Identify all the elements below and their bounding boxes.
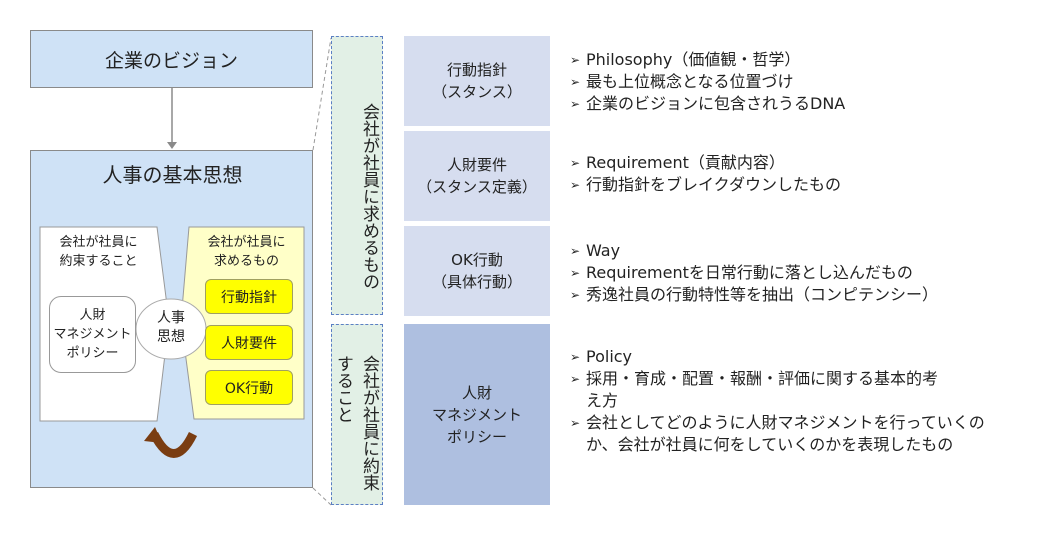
text: 思想 bbox=[157, 329, 185, 345]
cycle-arrow-icon bbox=[149, 431, 198, 458]
bullet: Way bbox=[570, 240, 938, 262]
bullet: 秀逸社員の行動特性等を抽出（コンピテンシー） bbox=[570, 284, 938, 306]
text: ポリシー bbox=[66, 346, 119, 361]
expand-line-bottom bbox=[312, 487, 332, 506]
bullet: Requirement（貢献内容） bbox=[570, 152, 841, 174]
bullet: Policy bbox=[570, 346, 1010, 368]
bullets-conduct: Philosophy（価値観・哲学） 最も上位概念となる位置づけ 企業のビジョン… bbox=[570, 49, 845, 115]
text: 人事 bbox=[157, 310, 185, 326]
row-label-requirement: 人財要件 （スタンス定義） bbox=[404, 131, 550, 221]
text: マネジメント bbox=[431, 405, 522, 424]
text: 行動指針 bbox=[446, 61, 507, 79]
require-heading: 会社が社員に求めるもの bbox=[189, 233, 304, 271]
text: OK行動 bbox=[451, 251, 503, 269]
bullet: Requirementを日常行動に落とし込んだもの bbox=[570, 262, 938, 284]
bullet: 行動指針をブレイクダウンしたもの bbox=[570, 174, 841, 196]
text: 人財 bbox=[79, 308, 106, 323]
text: 人財要件 bbox=[446, 156, 507, 174]
hr-philosophy-title: 人事の基本思想 bbox=[102, 163, 243, 187]
text: 会社が社員に bbox=[59, 235, 138, 250]
text: （スタンス） bbox=[432, 83, 522, 101]
hr-philosophy-box: 人事の基本思想 会社が社員に約束すること 人財マネジメントポリシー 人事思想 会… bbox=[30, 150, 313, 488]
promise-heading: 会社が社員に約束すること bbox=[40, 233, 157, 271]
center-label: 人事思想 bbox=[136, 309, 206, 347]
row-label-policy: 人財マネジメントポリシー bbox=[404, 324, 550, 505]
arrow-head-icon bbox=[167, 142, 177, 149]
text: 求めるもの bbox=[213, 254, 279, 269]
hr-policy-box: 人財マネジメントポリシー bbox=[49, 296, 136, 373]
text: 人財 bbox=[461, 383, 492, 402]
bullet: Philosophy（価値観・哲学） bbox=[570, 49, 845, 71]
cycle-arrow-head-icon bbox=[144, 427, 162, 443]
text: マネジメント bbox=[53, 327, 132, 342]
expand-line-top bbox=[312, 37, 332, 151]
item-ok-action: OK行動 bbox=[205, 370, 293, 405]
text: 約束すること bbox=[59, 254, 138, 269]
bullet: 企業のビジョンに包含されうるDNA bbox=[570, 93, 845, 115]
vertical-label-promise: 会社が社員に約束すること bbox=[331, 324, 383, 505]
bullets-ok-action: Way Requirementを日常行動に落とし込んだもの 秀逸社員の行動特性等… bbox=[570, 240, 938, 306]
vertical-label-require: 会社が社員に求めるもの bbox=[331, 36, 383, 315]
item-talent-requirement: 人財要件 bbox=[205, 325, 293, 360]
bullets-requirement: Requirement（貢献内容） 行動指針をブレイクダウンしたもの bbox=[570, 152, 841, 196]
text: （具体行動） bbox=[431, 273, 522, 291]
item-conduct-guideline: 行動指針 bbox=[205, 279, 293, 314]
row-label-ok-action: OK行動 （具体行動） bbox=[404, 226, 550, 316]
text: 会社が社員に bbox=[207, 235, 286, 250]
bullet: 最も上位概念となる位置づけ bbox=[570, 71, 845, 93]
bullet: 会社としてどのように人財マネジメントを行っていくのか、会社が社員に何をしていくの… bbox=[570, 412, 1010, 456]
text: （スタンス定義） bbox=[417, 178, 537, 196]
text: ポリシー bbox=[446, 427, 507, 446]
row-label-conduct: 行動指針 （スタンス） bbox=[404, 36, 550, 126]
bullet: 採用・育成・配置・報酬・評価に関する基本的考え方 bbox=[570, 368, 950, 412]
bullets-policy: Policy 採用・育成・配置・報酬・評価に関する基本的考え方 会社としてどのよ… bbox=[570, 346, 1010, 456]
vision-box: 企業のビジョン bbox=[30, 30, 313, 88]
